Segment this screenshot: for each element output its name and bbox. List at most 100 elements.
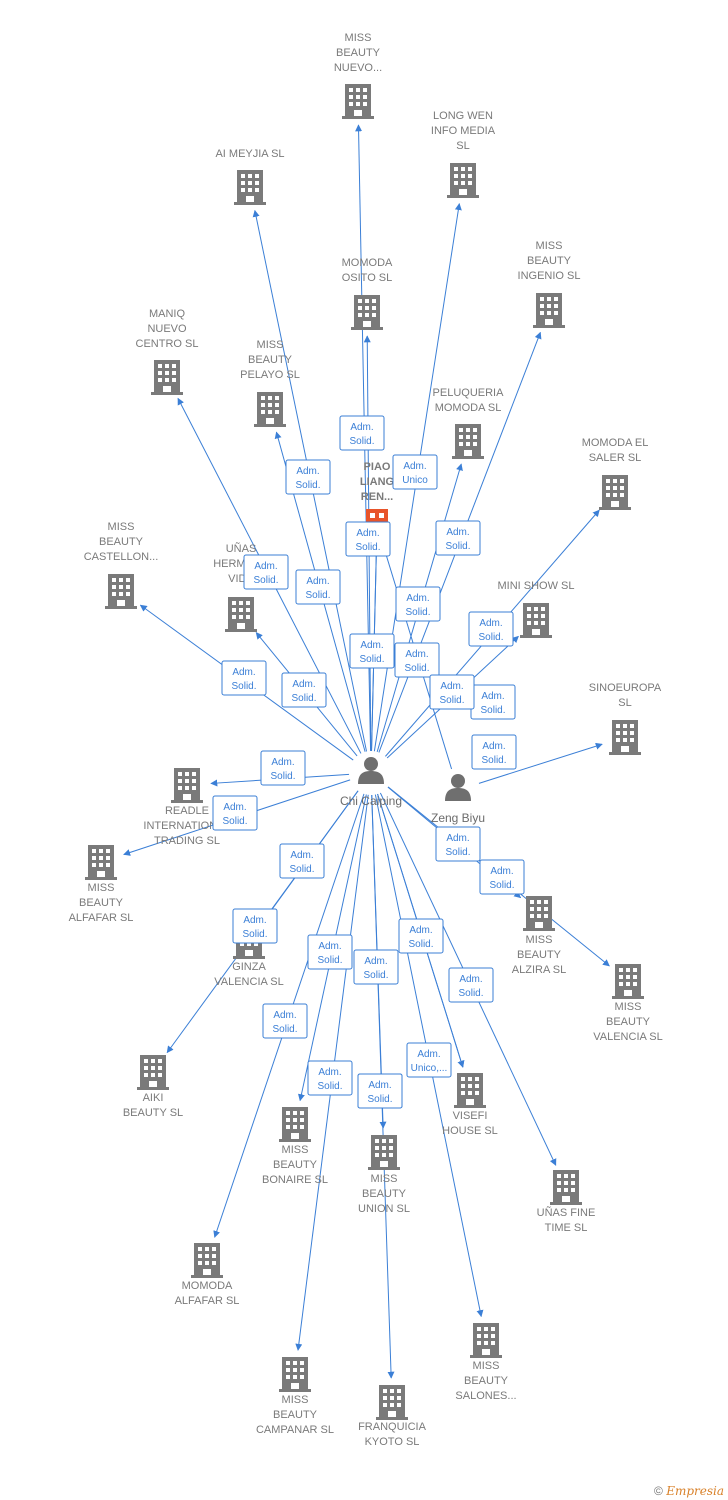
edge-label-chi-visefi[interactable]: Adm.Solid. <box>398 918 444 954</box>
edge-label-line: Adm. <box>479 618 502 629</box>
edge-label-zeng-piao[interactable]: Adm.Solid. <box>429 674 475 710</box>
edge-label-chi-saler[interactable]: Adm.Solid. <box>468 611 514 647</box>
company-label: UÑAS <box>226 542 257 555</box>
company-castellon[interactable]: MISSBEAUTYCASTELLON... <box>84 521 159 609</box>
building-icon <box>342 84 374 119</box>
company-label: CAMPANAR SL <box>256 1424 334 1436</box>
company-salones[interactable]: MISSBEAUTYSALONES... <box>455 1323 517 1402</box>
edge-label-chi-readle[interactable]: Adm.Solid. <box>260 750 306 786</box>
building-icon <box>454 1073 486 1108</box>
company-label: TIME SL <box>545 1222 588 1234</box>
edge-label-chi-missnuevo[interactable]: Adm. Solid. <box>339 415 385 451</box>
edge-label-chi-visefi[interactable]: Adm. Unico,... <box>406 1042 452 1078</box>
company-label: BEAUTY <box>336 47 381 59</box>
edge-label-chi-alfafarmb[interactable]: Adm.Solid. <box>212 795 258 831</box>
person-label: Zeng Biyu <box>431 811 485 825</box>
building-icon <box>234 170 266 205</box>
company-label: BEAUTY <box>527 255 572 267</box>
footer-brand[interactable]: © Empresia <box>654 1484 724 1498</box>
edge-label-chi-maniq[interactable]: Adm.Solid. <box>295 569 341 605</box>
edge-label-chi-finetime[interactable]: Adm.Solid. <box>448 967 494 1003</box>
edge-label-chi-campanar[interactable]: Adm.Solid. <box>307 1060 353 1096</box>
edge-label-chi-bonaire[interactable]: Adm.Solid. <box>307 934 353 970</box>
company-label: SL <box>618 697 631 709</box>
edge-label-chi-pelayo[interactable]: Adm.Solid. <box>243 554 289 590</box>
company-label: LONG WEN <box>433 110 493 122</box>
edge-label-chi-peluqueria[interactable]: Adm.Solid. <box>395 586 441 622</box>
building-icon <box>520 603 552 638</box>
edge-label-line: Unico <box>402 475 428 486</box>
edge-label-chi-salones[interactable]: Adm.Solid. <box>357 1073 403 1109</box>
company-missnuevo[interactable]: MISSBEAUTYNUEVO... <box>334 32 382 119</box>
person-zeng[interactable]: Zeng Biyu <box>431 774 485 825</box>
edge-label-box <box>392 454 438 490</box>
company-label: BEAUTY <box>273 1409 318 1421</box>
company-label: INTERNATIONAL <box>143 820 230 832</box>
edge-label-line: Solid. <box>349 436 374 447</box>
edge-label-line: Adm. <box>417 1049 440 1060</box>
company-label: PELUQUERIA <box>433 387 505 399</box>
company-aimeyjia[interactable]: AI MEYJIA SL <box>215 148 285 205</box>
edge-label-chi-piao[interactable]: Adm.Solid. <box>394 642 440 678</box>
edge-label-line: Adm. <box>350 422 373 433</box>
company-label: INFO MEDIA <box>431 125 496 137</box>
edge-label-chi-valenciamb[interactable]: Adm.Solid. <box>479 859 525 895</box>
edge-label-line: Adm. <box>243 915 266 926</box>
edge-label-line: Adm. <box>459 974 482 985</box>
edge-label-chi-piao[interactable]: Adm.Solid. <box>349 633 395 669</box>
edge-label-chi-minishow[interactable]: Adm.Solid. <box>470 684 516 720</box>
company-label: MISS <box>88 882 115 894</box>
edge-label-zeng-sinoeuropa[interactable]: Adm.Solid. <box>471 734 517 770</box>
edge-label-chi-aiki[interactable]: Adm.Solid. <box>232 908 278 944</box>
edge-label-chi-hermosa[interactable]: Adm.Solid. <box>281 672 327 708</box>
company-finetime[interactable]: UÑAS FINE TIME SL <box>537 1170 596 1234</box>
company-label: VALENCIA SL <box>593 1031 663 1043</box>
edge-label-chi-union[interactable]: Adm.Solid. <box>353 949 399 985</box>
company-minishow[interactable]: MINI SHOW SL <box>497 580 575 638</box>
edge-label-chi-castellon[interactable]: Adm.Solid. <box>221 660 267 696</box>
building-icon <box>452 424 484 459</box>
building-icon <box>447 163 479 198</box>
company-label: NUEVO <box>147 323 187 335</box>
edge-label-chi-alzira[interactable]: Adm.Solid. <box>435 826 481 862</box>
edge-label-line: Adm. <box>356 528 379 539</box>
edge-label-line: Solid. <box>408 939 433 950</box>
edge-label-chi-ingenio[interactable]: Adm.Solid. <box>435 520 481 556</box>
edge-label-box <box>307 1060 353 1096</box>
edge-label-line: Adm. <box>490 866 513 877</box>
edge-label-chi-momodaalfafar[interactable]: Adm.Solid. <box>262 1003 308 1039</box>
edge-label-chi-ginza[interactable]: Adm.Solid. <box>279 843 325 879</box>
edge-label-line: Solid. <box>272 1024 297 1035</box>
edge-label-chi-aimeyjia[interactable]: Adm.Solid. <box>285 459 331 495</box>
company-label: UÑAS FINE <box>537 1206 596 1219</box>
person-chi[interactable]: Chi Caiping <box>340 757 402 808</box>
company-label: OSITO SL <box>342 272 393 284</box>
company-label: ALFAFAR SL <box>69 912 134 924</box>
edge-label-line: Unico,... <box>411 1063 448 1074</box>
edge-label-chi-longwen[interactable]: Adm.Unico <box>392 454 438 490</box>
company-label: MISS <box>345 32 372 44</box>
edge-label-line: Solid. <box>445 847 470 858</box>
company-label: READLE <box>165 805 209 817</box>
edge-label-chi-momodaosito[interactable]: Adm.Solid. <box>345 521 391 557</box>
